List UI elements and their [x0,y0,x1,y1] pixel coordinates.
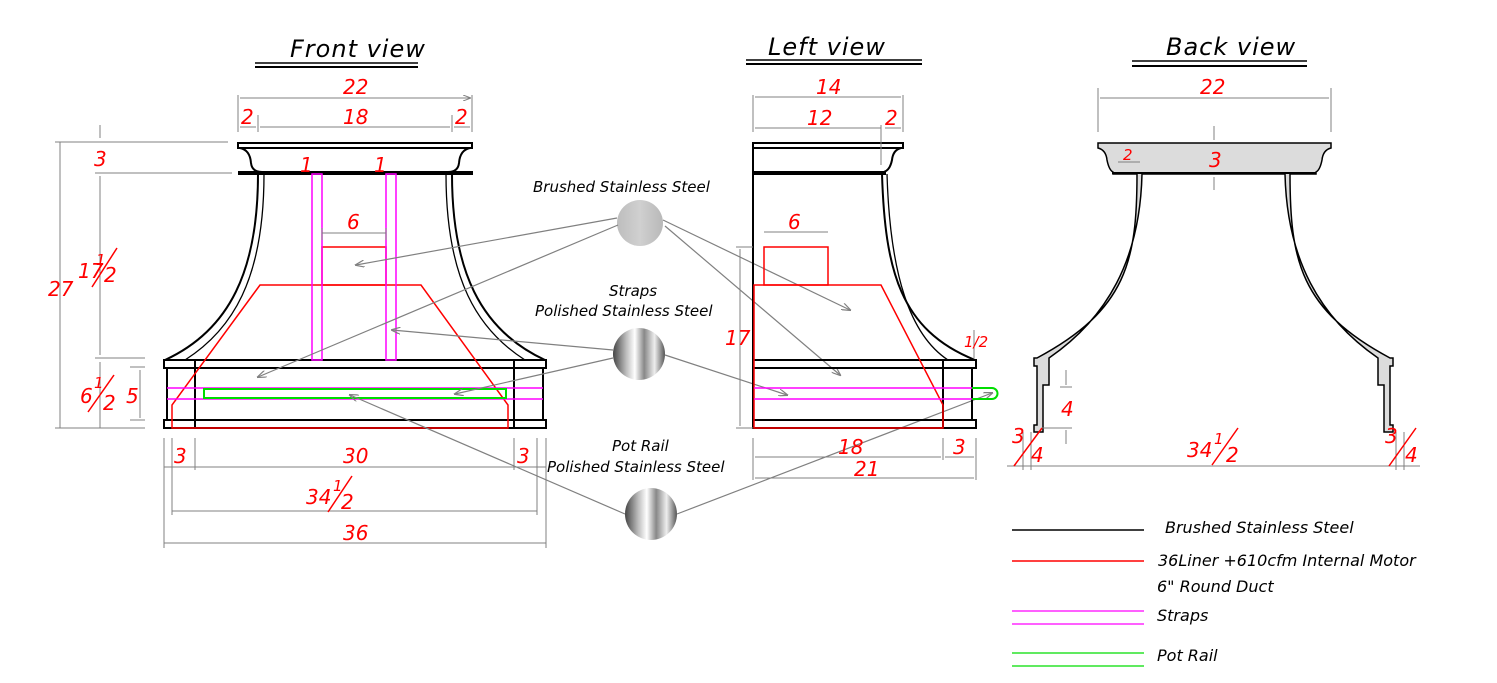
legend-label: Brushed Stainless Steel [1165,518,1354,537]
svg-text:17: 17 [78,259,104,283]
body-flare-right-inner [445,173,526,361]
dim-front-top-left: 2 [241,105,254,129]
callout-potrail-label: Pot Rail [612,437,670,455]
legend: Brushed Stainless Steel 36Liner +610cfm … [1012,518,1417,667]
dim-front-bottom-right: 3 [517,444,530,468]
dim-front-top-inner: 18 [343,105,368,129]
svg-text:4: 4 [1405,443,1418,467]
dim-left-top-width: 14 [816,75,841,99]
svg-text:34: 34 [306,485,331,509]
svg-text:6: 6 [80,384,93,408]
svg-text:1: 1 [94,374,104,392]
crown-cove [239,147,471,173]
liner-outline [753,284,944,429]
dim-left-top-inner: 12 [807,106,832,130]
dim-front-strap-right: 1 [374,153,387,177]
svg-text:1: 1 [96,251,106,269]
dim-front-crown-height: 3 [94,147,107,171]
callout-potrail-material: Polished Stainless Steel [547,458,725,476]
dim-front-top-right: 2 [455,105,468,129]
body-flare-inner [886,173,949,361]
brushed-swatch [617,200,663,246]
svg-text:2: 2 [1226,443,1239,467]
dim-front-bottom-left: 3 [174,444,187,468]
crown-top [237,142,473,149]
dim-front-bottom-mid: 30 [343,444,368,468]
svg-text:1: 1 [333,477,343,495]
potrail-swatch [625,488,677,540]
crown-seam [1112,172,1316,174]
svg-text:1: 1 [1214,430,1224,448]
dim-front-top-width: 22 [343,75,368,99]
crown-cove [883,147,902,173]
legend-label: 6" Round Duct [1157,577,1274,596]
base-top-band [752,359,977,369]
dim-left-bottom-main: 18 [838,435,863,459]
dim-front-overall: 34 1 2 [306,475,354,514]
dim-left-bottom-total: 21 [854,457,879,481]
legend-label: Pot Rail [1157,646,1218,665]
legend-label: Straps [1157,606,1208,625]
dim-back-right-fraction: 3 4 [1385,424,1418,467]
dim-front-strap-left: 1 [300,153,313,177]
legend-label: 36Liner +610cfm Internal Motor [1158,551,1417,570]
back-view-title: Back view [1166,33,1296,61]
pot-rail-profile [972,387,999,400]
dim-back-lip: 2 [1123,146,1133,164]
callout-straps-label: Straps [609,282,657,300]
dim-front-duct-width: 6 [347,210,360,234]
dim-front-total-height: 27 [48,277,74,301]
base-bottom-band [163,419,547,429]
straps-swatch [613,328,665,380]
svg-text:2: 2 [341,490,354,514]
dim-left-duct-width: 6 [788,210,801,234]
left-view-title: Left view [768,33,886,61]
dim-lines [1007,88,1420,470]
dim-left-bottom-side: 3 [953,435,966,459]
base-top-band [163,359,547,369]
dim-lines [55,95,547,548]
front-view: Front view [48,0,547,548]
svg-text:2: 2 [104,263,117,287]
front-view-title: Front view [290,35,426,63]
dim-lines [736,95,977,480]
duct-outline [763,246,829,286]
dim-front-body-height: 17 1 2 [78,247,118,288]
strap-left [311,173,323,361]
body-flare [881,173,976,361]
duct-outline [321,246,387,286]
body-flare-left-inner [184,173,265,361]
svg-text:3: 3 [1385,424,1398,448]
dim-front-overall-outer: 36 [343,521,368,545]
back-view: Back view 22 3 2 4 3 4 34 1 2 [1007,33,1420,470]
dim-back-left-fraction: 3 4 [1012,424,1044,467]
callout-brushed-label: Brushed Stainless Steel [533,178,711,196]
svg-text:34: 34 [1187,438,1212,462]
dim-front-band-height: 5 [126,384,139,408]
dim-left-liner-height: 17 [725,326,751,350]
svg-text:4: 4 [1031,443,1044,467]
strap-right [385,173,397,361]
dim-back-top-width: 22 [1200,75,1225,99]
crown-band [238,171,473,175]
svg-text:3: 3 [1012,424,1025,448]
left-view: Left view 14 12 2 [725,33,999,481]
dim-left-top-offset: 2 [885,106,898,130]
dim-back-leg-height: 4 [1061,397,1074,421]
dim-back-base: 34 1 2 [1187,427,1239,467]
liner-outline [171,284,509,429]
body-flare-right [451,173,546,361]
material-callouts: Brushed Stainless Steel Straps Polished … [258,178,992,540]
dim-back-crown-height: 3 [1209,148,1222,172]
crown-band [753,171,886,175]
callout-straps-material: Polished Stainless Steel [535,302,713,320]
dim-left-flare: 1/2 [964,333,988,351]
svg-text:2: 2 [103,391,116,415]
dim-front-base-height: 6 1 2 [80,374,116,415]
